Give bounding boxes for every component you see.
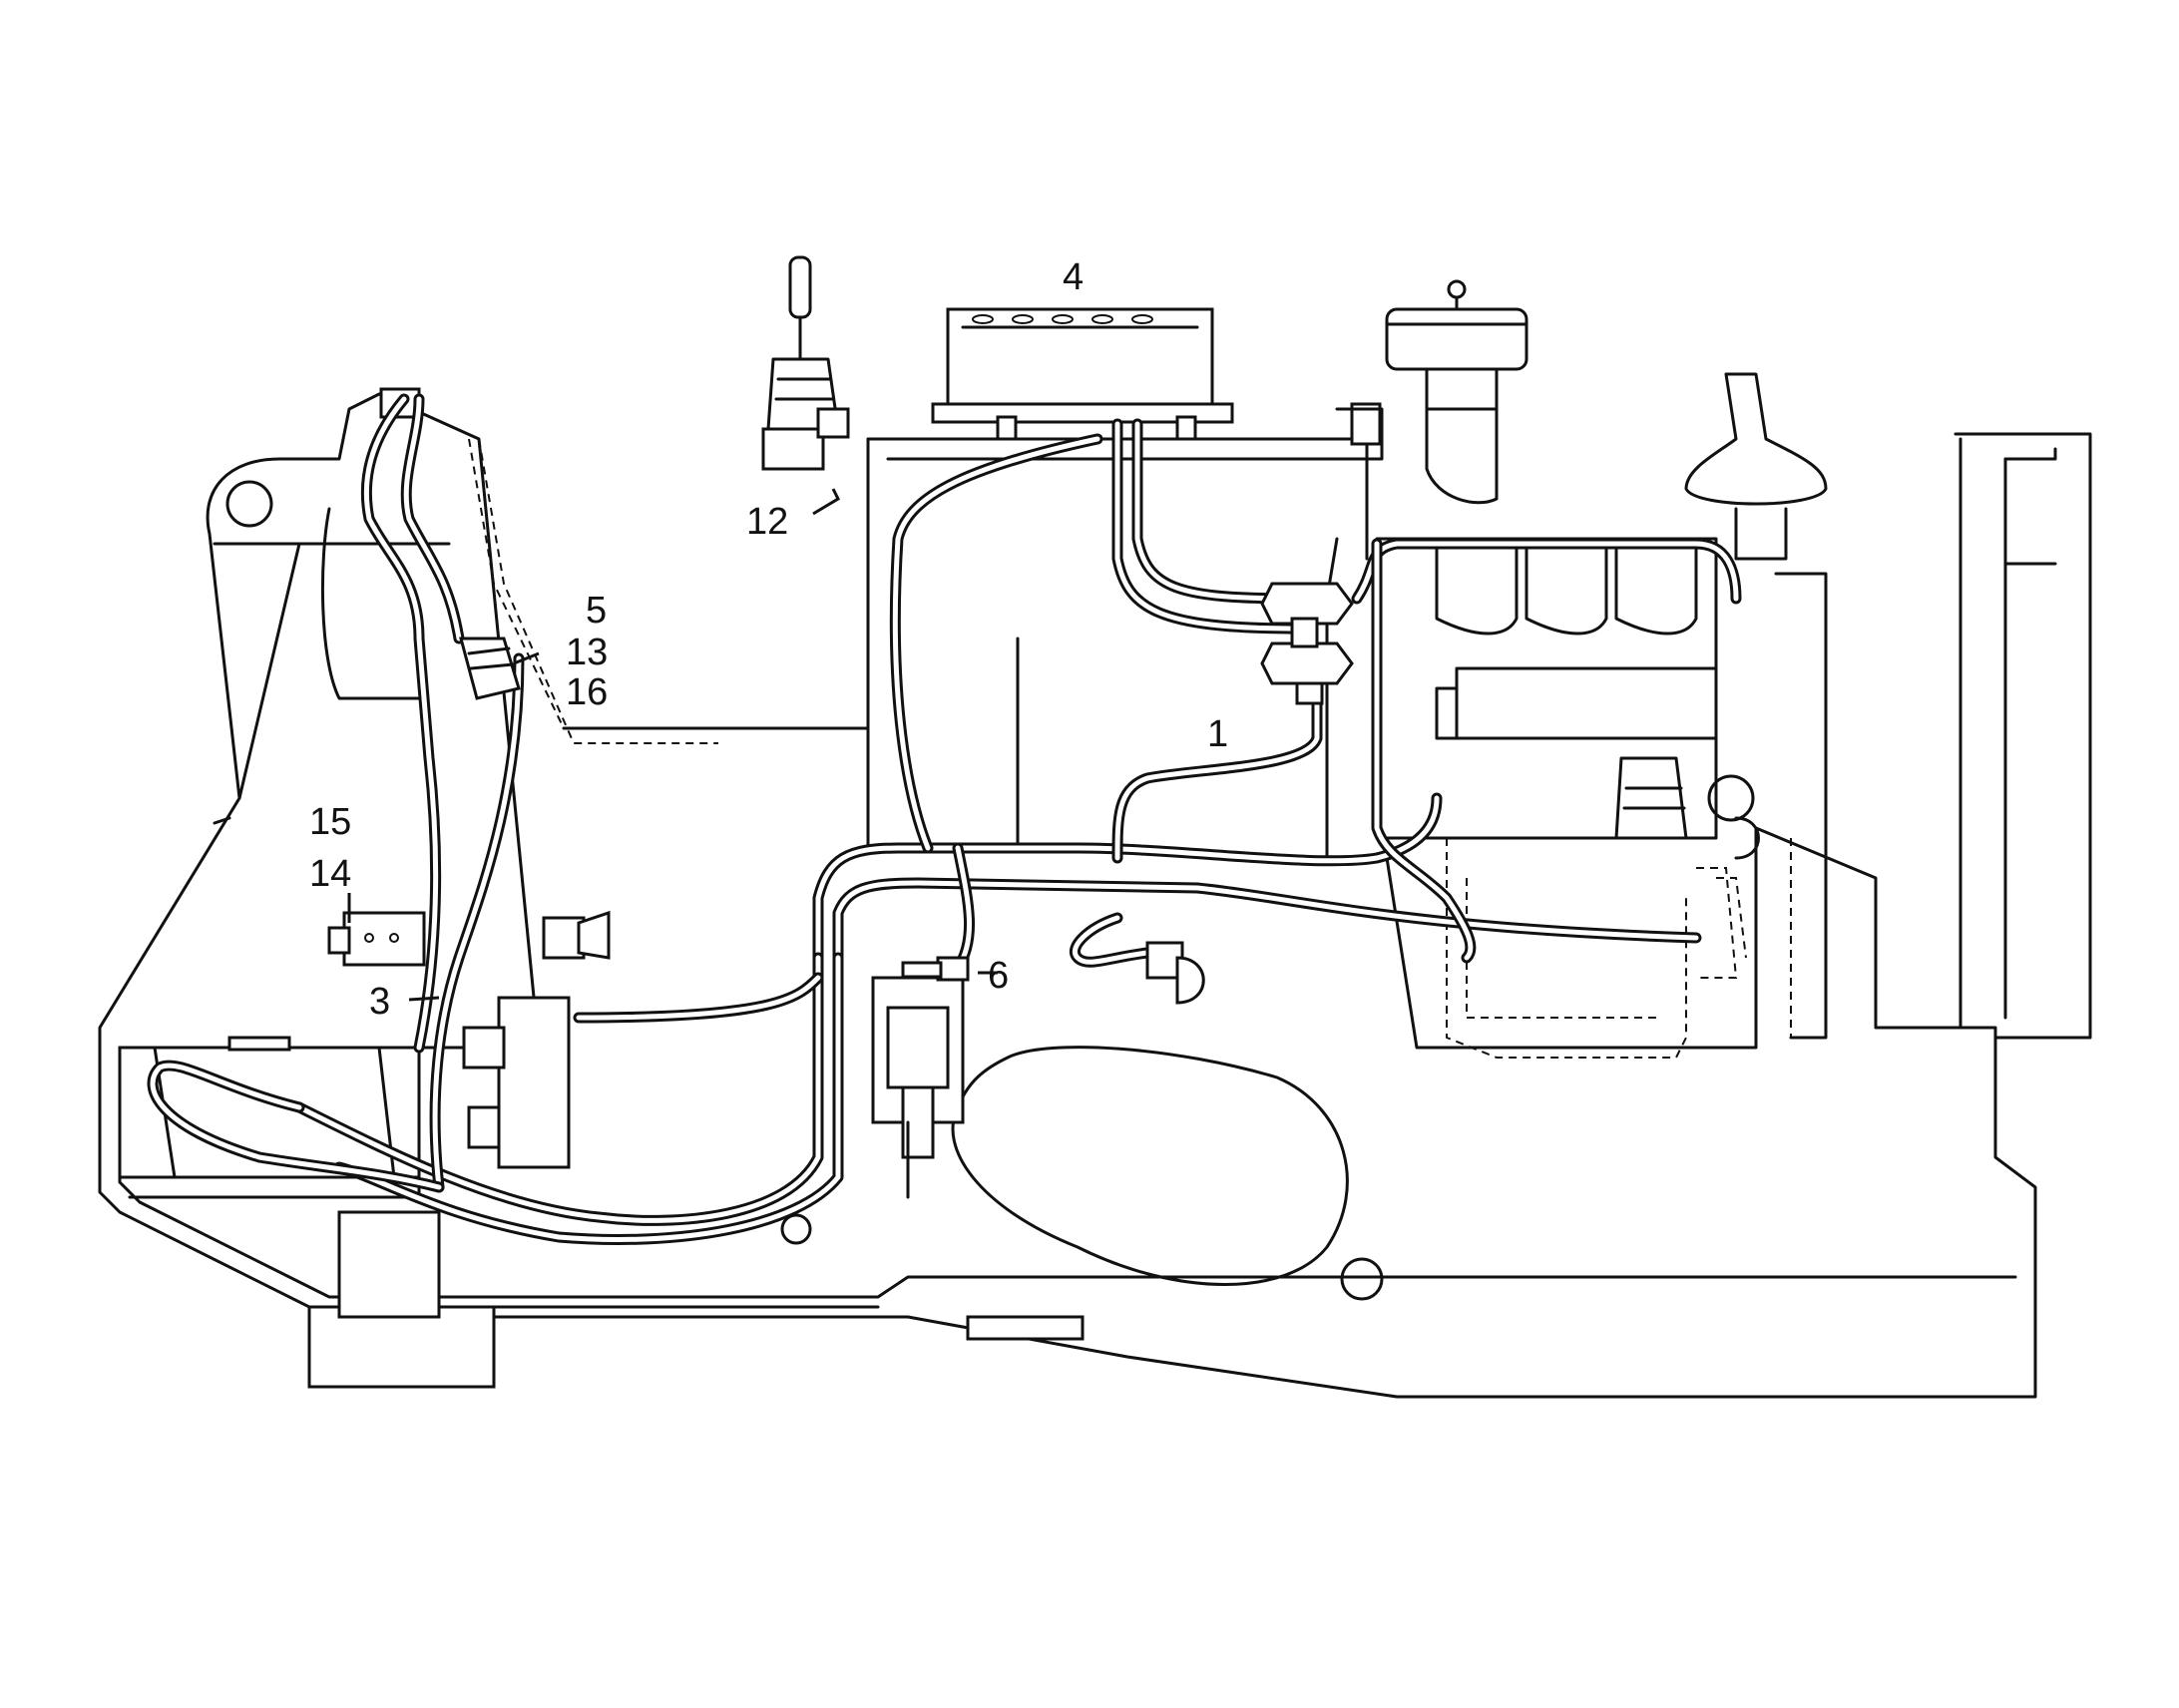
callout-16: 16 — [566, 671, 608, 713]
chassis-frame — [98, 537, 2037, 1399]
leader-lines — [347, 488, 998, 1002]
callout-1: 1 — [1207, 713, 1228, 755]
callout-13: 13 — [566, 632, 608, 673]
controller-box — [931, 307, 1234, 441]
engine — [1335, 279, 2092, 1059]
callout-labels: 1 3 4 5 6 12 13 14 15 16 — [309, 256, 1228, 1023]
callout-14: 14 — [309, 853, 351, 895]
joystick — [761, 255, 850, 471]
callout-4: 4 — [1063, 256, 1084, 298]
callout-6: 6 — [988, 955, 1009, 997]
components — [327, 582, 1354, 1169]
callout-15: 15 — [309, 801, 351, 843]
wiring-harness — [147, 393, 1742, 1245]
callout-3: 3 — [369, 981, 390, 1023]
callout-12: 12 — [746, 501, 788, 543]
callout-5: 5 — [586, 590, 607, 632]
